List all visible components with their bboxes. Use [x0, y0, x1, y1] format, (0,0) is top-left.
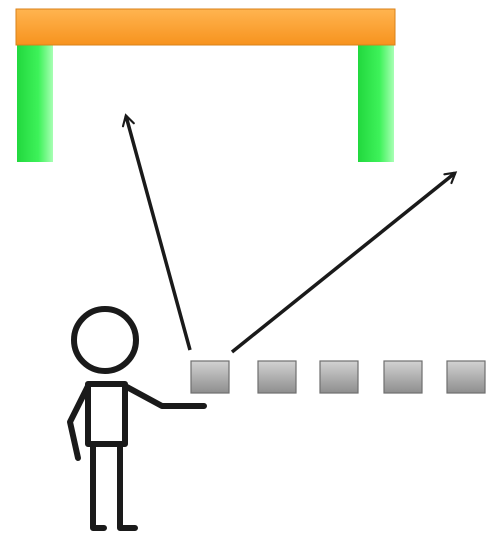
block-4: [383, 360, 423, 394]
block-1: [190, 360, 230, 394]
person-head: [71, 306, 139, 374]
top-beam: [15, 8, 396, 46]
block-5: [446, 360, 486, 394]
right-post: [358, 30, 394, 162]
person-torso: [85, 381, 128, 447]
arrow-to-center: [121, 113, 192, 351]
left-post: [17, 30, 53, 162]
arrows: [121, 113, 458, 354]
stick-figure-person: [67, 306, 207, 531]
block-2: [257, 360, 297, 394]
arrow-to-right: [230, 171, 458, 354]
person-raised-arm: [122, 383, 207, 409]
block-row: [190, 360, 486, 394]
person-left-arm: [67, 383, 91, 461]
person-legs: [90, 443, 138, 531]
goal-structure: [15, 8, 396, 162]
block-3: [319, 360, 359, 394]
